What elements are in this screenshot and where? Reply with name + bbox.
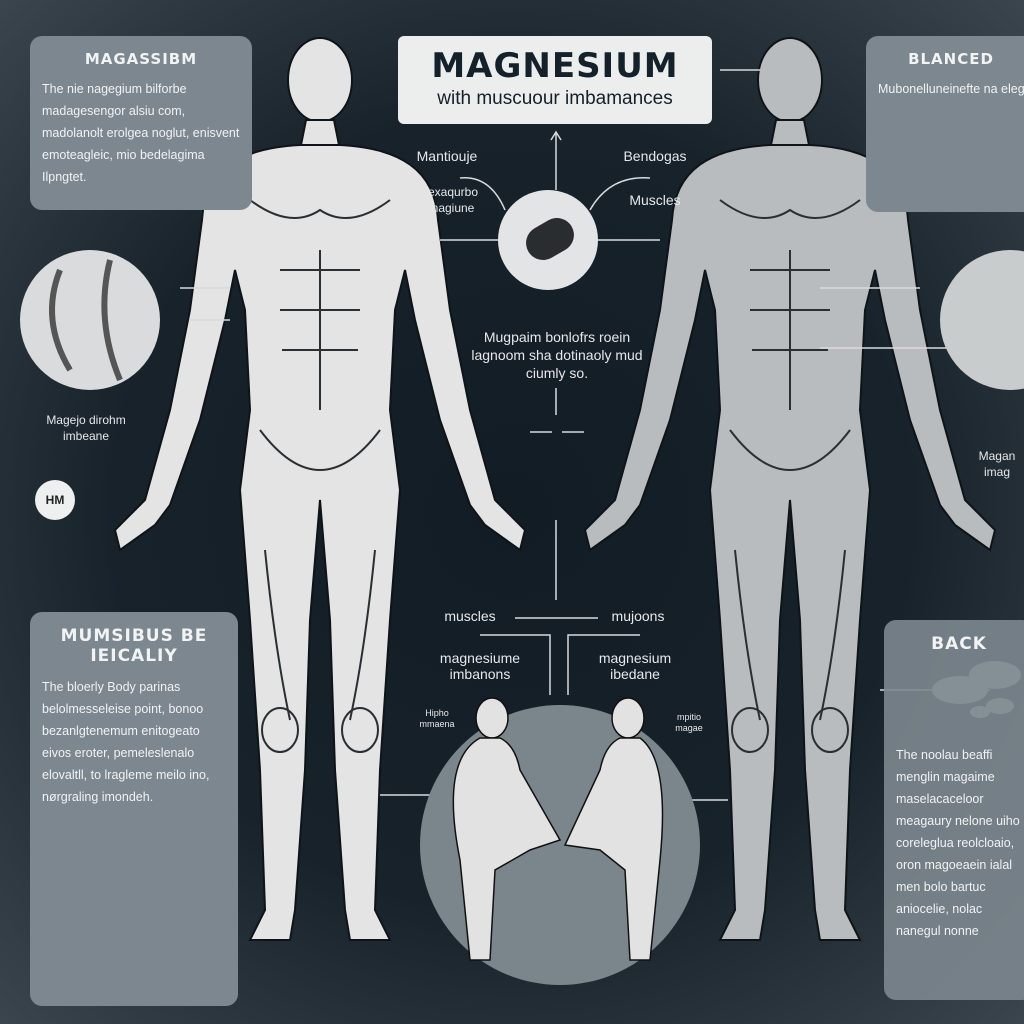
label-right-side: Magan imag [978,449,1016,479]
panel-bottom-right: BACK The noolau beaffi menglin magaime m… [884,620,1024,1000]
page-subtitle: with muscuour imbamances [437,88,673,109]
label-imbalance-right: magnesium ibedane [598,650,672,682]
label-top-right-sub: Muscles [629,192,681,208]
label-imbalance-left: magnesiume imbanons [439,650,521,682]
title-box: MAGNESIUM with muscuour imbamances [398,36,712,124]
left-inset-label: Magejo dirohm imbeane [46,413,126,443]
label-muscles: muscles [444,608,496,624]
label-top-left-sub: exaqurbo nagiune [427,185,479,215]
label-top-left-arrow: Mantiouje [416,148,478,164]
panel-heading: BACK [931,634,987,654]
panel-text: The noolau beaffi menglin magaime masela… [896,748,1020,938]
page-title: MAGNESIUM [431,46,679,86]
hm-badge-label: HM [45,493,65,507]
panel-text: The bloerly Body parinas belolmesseleise… [42,680,210,804]
label-small-left: Hipho mmaena [419,708,455,729]
panel-text: The nie nagegium bilforbe madagesengor a… [42,82,240,184]
small-figures [452,697,664,961]
panel-heading: BLANCED [908,50,994,68]
label-top-right-arrow: Bendogas [623,148,687,164]
panel-top-left: MAGASSIBM The nie nagegium bilforbe mada… [30,36,252,210]
anatomy-inset-right [940,250,1024,390]
center-description: Mugpaim bonlofrs roein lagnoom sha dotin… [471,329,643,381]
panel-top-right: BLANCED Mubonelluneinefte na elegonu pnr… [866,36,1024,212]
anatomy-inset-left [20,250,160,390]
panel-text: Mubonelluneinefte na elegonu pnr gl ordo… [878,82,1024,96]
label-mujoons: mujoons [611,608,665,624]
panel-bottom-left: MUMSIBUS BE IEICALIY The bloerly Body pa… [30,612,238,1006]
label-small-right: mpitio magae [675,712,703,733]
pill-icon [526,218,574,260]
panel-heading: MAGASSIBM [84,50,198,68]
panel-heading: MUMSIBUS BE IEICALIY [60,626,208,666]
hm-badge [35,480,75,520]
